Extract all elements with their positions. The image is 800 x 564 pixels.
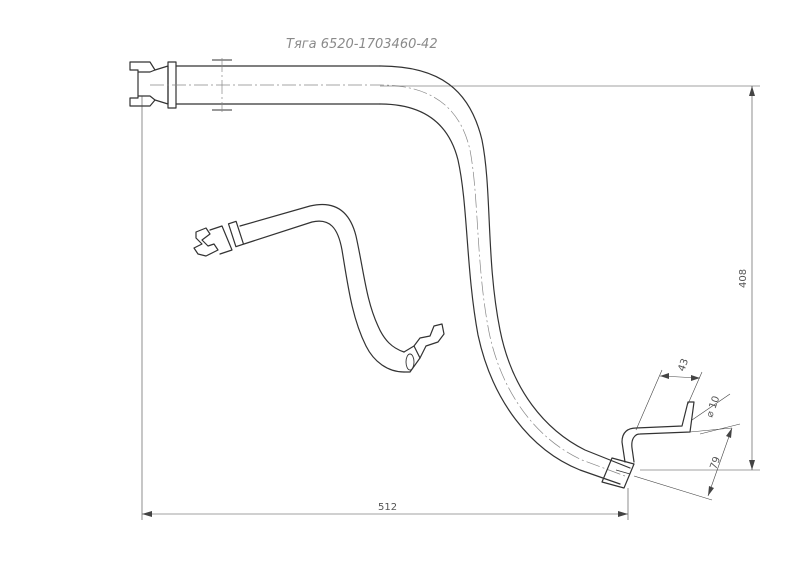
dimension-43: 43 (635, 357, 703, 431)
dimension-diameter-10: ⌀ 10 (689, 393, 733, 433)
dimension-512: 512 (141, 96, 629, 520)
dimension-79: 79 (633, 423, 741, 501)
dimension-diameter-10-label: ⌀ 10 (704, 395, 722, 419)
dimension-43-label: 43 (676, 357, 691, 373)
dimension-79-label: 79 (708, 455, 723, 471)
dimension-512-label: 512 (378, 502, 397, 513)
dimension-408-label: 408 (738, 269, 749, 288)
isometric-view (193, 204, 445, 373)
drawing-title: Тяга 6520-1703460-42 (286, 37, 438, 52)
main-rod (129, 58, 695, 489)
dimension-408: 408 (380, 85, 760, 471)
